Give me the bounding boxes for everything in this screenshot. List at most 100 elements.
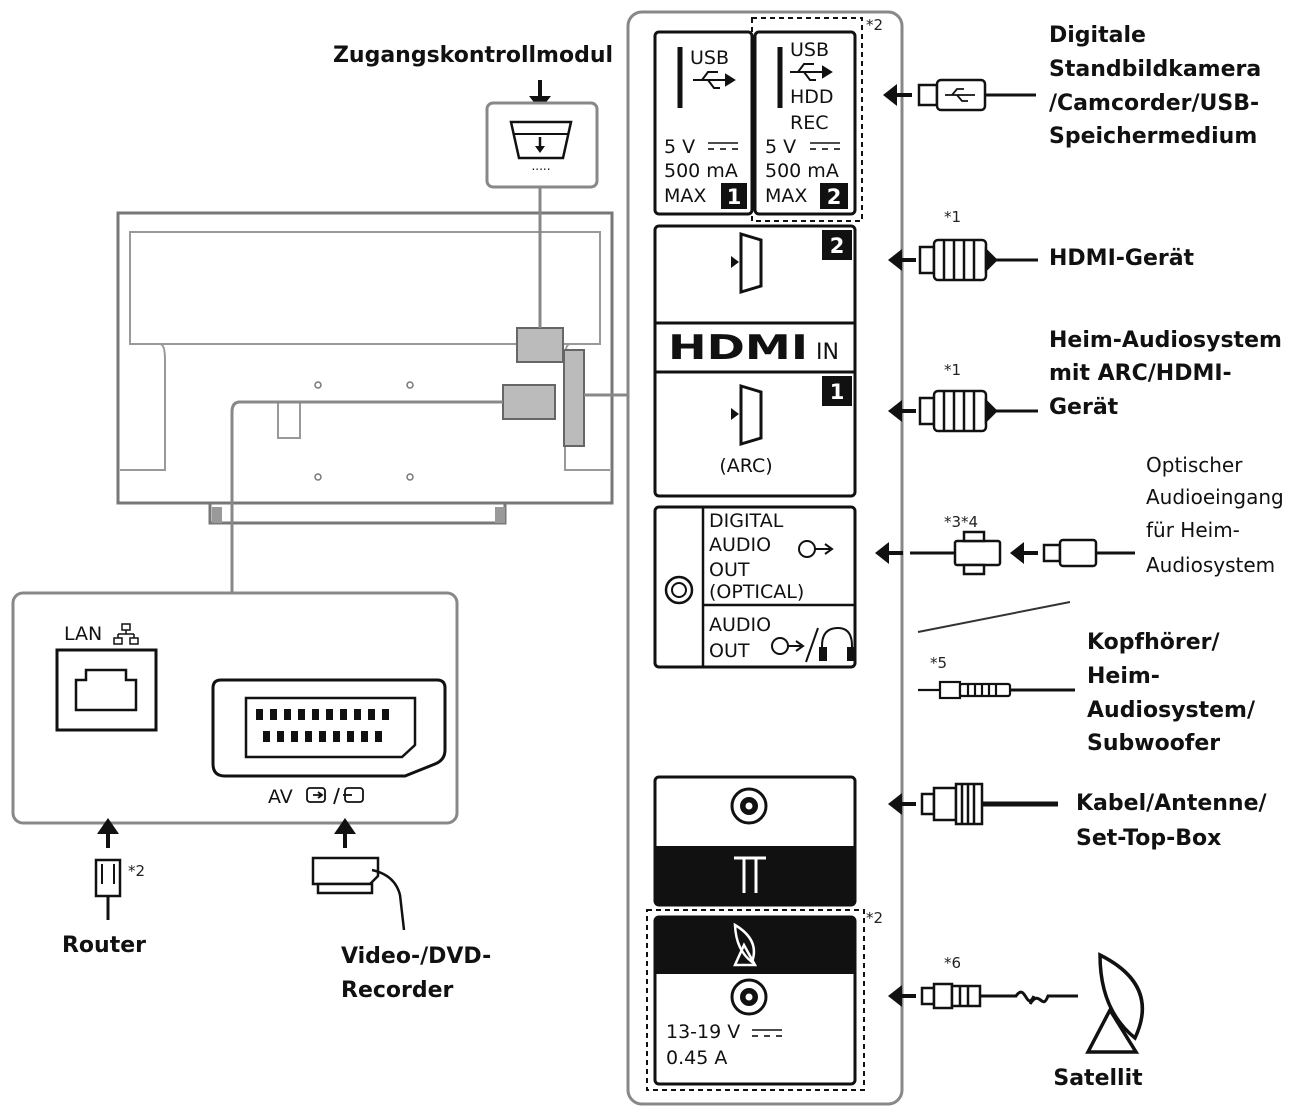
f-connector-plug-icon (920, 982, 1078, 1010)
hdmi-arc-label: (ARC) (719, 455, 772, 477)
usb-device-line4: Speichermedium (1049, 124, 1257, 149)
router-note: *2 (128, 862, 145, 880)
usb2-rec: REC (790, 112, 828, 134)
headphone-device-line2: Heim- (1087, 664, 1160, 689)
usb-icon (790, 63, 833, 81)
cable-device-line1: Kabel/Antenne/ (1076, 791, 1268, 816)
hdmi-device-label: HDMI-Gerät (1049, 246, 1195, 271)
antenna-port-block[interactable] (653, 775, 857, 907)
arc-device-line1: Heim-Audiosystem (1049, 328, 1282, 353)
headphone-out-icon[interactable] (771, 626, 855, 663)
usb-device-line3: /Camcorder/USB- (1049, 91, 1259, 116)
hdmi-plug-icon (918, 389, 1038, 433)
hdmi2-number: 2 (830, 234, 845, 258)
optical-device-connection: *3*4 Optischer Audioeingang für Heim- Au… (875, 453, 1284, 577)
cam-module-label: Zugangskontrollmodul (333, 43, 613, 68)
usb1-voltage: 5 V (664, 136, 695, 158)
lan-av-panel: LAN AV (11, 591, 459, 825)
svg-text:HDMI: HDMI (668, 328, 808, 368)
coax-plug-icon (920, 782, 1058, 826)
optical-device-line3: für Heim- (1146, 518, 1240, 542)
optical-port[interactable] (664, 575, 694, 605)
router-label: Router (62, 933, 146, 958)
optical-line4: (OPTICAL) (709, 581, 804, 603)
headphone-device-line3: Audiosystem/ (1087, 698, 1256, 723)
antenna-icon (734, 856, 766, 893)
audio-out-line1: AUDIO (709, 614, 771, 636)
usb1-max: MAX (664, 185, 706, 207)
recorder-connection: Video-/DVD- Recorder (311, 818, 491, 1003)
hdmi1-note: *1 (944, 361, 961, 379)
av-label: AV (268, 786, 293, 808)
hdmi-block: 2 HDMI IN 1 (ARC) (653, 224, 857, 498)
usb-plug-icon (917, 78, 1036, 112)
hdmi-device-connection: *1 HDMI-Gerät (888, 208, 1195, 282)
satellite-device-label: Satellit (1053, 1066, 1143, 1091)
tv-back (116, 187, 630, 593)
headphone-device-line1: Kopfhörer/ (1087, 630, 1220, 655)
usb-device-line1: Digitale (1049, 23, 1146, 48)
satellite-dish-device-icon (1085, 952, 1145, 1054)
usb-port-2[interactable]: *2 USB HDD REC 5 V 500 mA MAX 2 (751, 16, 883, 222)
scart-plug-icon (311, 856, 406, 931)
optical-device-line2: Audioeingang (1146, 485, 1284, 509)
cam-module: Zugangskontrollmodul ..... (333, 43, 613, 189)
arc-device-line2: mit ARC/HDMI- (1049, 361, 1232, 386)
av-in-out-icon (306, 787, 364, 805)
audio-block: DIGITAL AUDIO OUT (OPTICAL) AUDIO OUT (653, 505, 857, 669)
scart-port[interactable] (211, 678, 447, 778)
usb2-number: 2 (827, 185, 842, 209)
optical-device-line4: Audiosystem (1146, 553, 1275, 577)
hdmi-plug-icon (918, 238, 1038, 282)
satellite-block-note: *2 (866, 909, 883, 927)
hdmi2-note: *1 (944, 208, 961, 226)
lan-network-icon (113, 623, 139, 645)
optical-line1: DIGITAL (709, 510, 784, 532)
satellite-current: 0.45 A (666, 1047, 727, 1069)
recorder-label-line2: Recorder (341, 978, 454, 1003)
hdmi-port-1[interactable]: 1 (ARC) (719, 376, 852, 477)
usb-device-line2: Standbildkamera (1049, 57, 1261, 82)
satellite-note: *6 (944, 954, 961, 972)
headphone-note: *5 (930, 654, 947, 672)
usb1-current: 500 mA (664, 160, 738, 182)
headphone-device-line4: Subwoofer (1087, 731, 1220, 756)
usb1-name: USB (690, 47, 729, 69)
usb2-name: USB (790, 39, 829, 61)
arc-device-line3: Gerät (1049, 395, 1119, 420)
lan-label: LAN (64, 623, 102, 645)
usb2-note: *2 (866, 16, 883, 34)
usb-port-1[interactable]: USB 5 V 500 mA MAX 1 (653, 30, 754, 216)
divider-line (917, 601, 1071, 633)
satellite-device-connection: *6 Satellit (888, 952, 1145, 1091)
hdmi-in-label: IN (816, 340, 839, 365)
svg-text:.....: ..... (531, 159, 550, 173)
cable-device-line2: Set-Top-Box (1076, 826, 1221, 851)
connector-panel: USB 5 V 500 mA MAX 1 *2 USB (626, 10, 904, 1106)
optical-adapter-icon (910, 530, 1002, 576)
optical-plug-icon (1042, 538, 1135, 568)
satellite-port-block[interactable]: *2 13-19 V 0.45 A (646, 909, 883, 1091)
recorder-label-line1: Video-/DVD- (341, 944, 491, 969)
lan-plug-icon (94, 858, 122, 920)
usb1-number: 1 (727, 185, 742, 209)
hdmi-port-2[interactable]: 2 (731, 230, 852, 295)
optical-note: *3*4 (944, 513, 978, 531)
usb2-hdd: HDD (790, 86, 834, 108)
usb-device-connection: Digitale Standbildkamera /Camcorder/USB-… (883, 23, 1261, 149)
router-connection: *2 Router (62, 818, 146, 958)
usb-icon (693, 71, 736, 89)
audio-out-line2: OUT (709, 640, 750, 662)
optical-line3: OUT (709, 559, 750, 581)
mini-jack-plug-icon (918, 680, 1075, 700)
headphone-device-connection: *5 Kopfhörer/ Heim- Audiosystem/ Subwoof… (918, 630, 1256, 756)
hdmi1-number: 1 (830, 380, 845, 404)
satellite-dish-icon (733, 922, 758, 967)
cable-device-connection: Kabel/Antenne/ Set-Top-Box (888, 782, 1268, 851)
audio-out-icon (798, 540, 834, 558)
usb2-current: 500 mA (765, 160, 839, 182)
usb2-max: MAX (765, 185, 807, 207)
hdmi-logo: HDMI IN (668, 328, 839, 368)
lan-port[interactable] (55, 648, 158, 732)
